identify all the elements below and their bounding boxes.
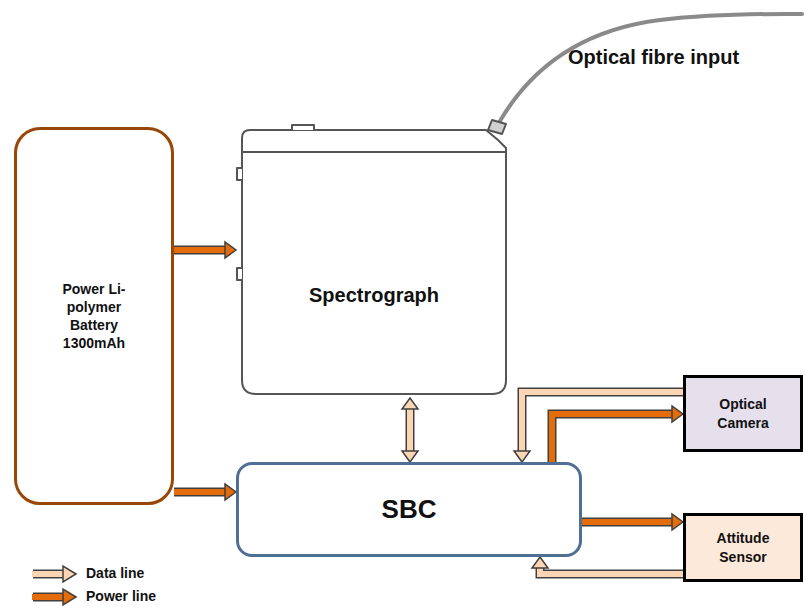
connector [532, 557, 683, 574]
connector-core [540, 567, 683, 574]
housing-knob [292, 125, 314, 130]
connector-core [522, 392, 683, 452]
spectrograph-unit: Spectrograph [236, 118, 512, 398]
connector-core [582, 519, 673, 525]
housing-screw [237, 168, 242, 180]
connector-outline [406, 408, 415, 452]
arrowhead [672, 514, 683, 530]
arrowhead [514, 451, 530, 462]
spectrograph-outline [236, 118, 512, 398]
legend-text: Power line [86, 588, 156, 604]
connector-core [174, 489, 226, 495]
housing-screw [237, 268, 242, 280]
housing-body [242, 152, 506, 394]
node-text: Spectrograph [309, 282, 439, 308]
connector [582, 514, 683, 530]
arrowhead [225, 242, 236, 258]
node-text: Attitude Sensor [707, 529, 779, 565]
node-text: Power Li- polymer Battery 1300mAh [49, 280, 139, 353]
node-text: Optical Camera [707, 395, 779, 431]
connector [402, 398, 418, 462]
housing-lid [242, 130, 506, 152]
legend-text: Data line [86, 565, 144, 581]
arrowhead [532, 557, 548, 568]
computer-box: SBC [236, 462, 582, 557]
camera-box: Optical Camera [683, 375, 803, 452]
connector-core [174, 247, 226, 253]
connector [174, 242, 236, 258]
legend-data-arrow [32, 566, 76, 582]
connector-outline [174, 488, 226, 497]
arrowhead [402, 451, 418, 462]
node-text: SBC [382, 493, 437, 527]
arrowhead [225, 484, 236, 500]
battery-box: Power Li- polymer Battery 1300mAh [14, 127, 174, 505]
connector [174, 484, 236, 500]
connector-outline [174, 246, 226, 255]
connector-outline [522, 392, 683, 452]
connector-outline [552, 414, 673, 462]
sensor-box: Attitude Sensor [683, 513, 803, 582]
fibre-connector [488, 120, 506, 134]
connector [552, 406, 683, 462]
arrowhead [402, 398, 418, 409]
connector-core [552, 414, 673, 462]
connector-core [407, 408, 413, 452]
optical-fibre [500, 14, 802, 121]
connector-outline [540, 567, 683, 574]
part-label: Optical fibre input [568, 46, 739, 69]
arrowhead [672, 406, 683, 422]
legend-power-arrow [32, 589, 76, 605]
connector [514, 392, 683, 462]
connector-outline [582, 518, 673, 527]
